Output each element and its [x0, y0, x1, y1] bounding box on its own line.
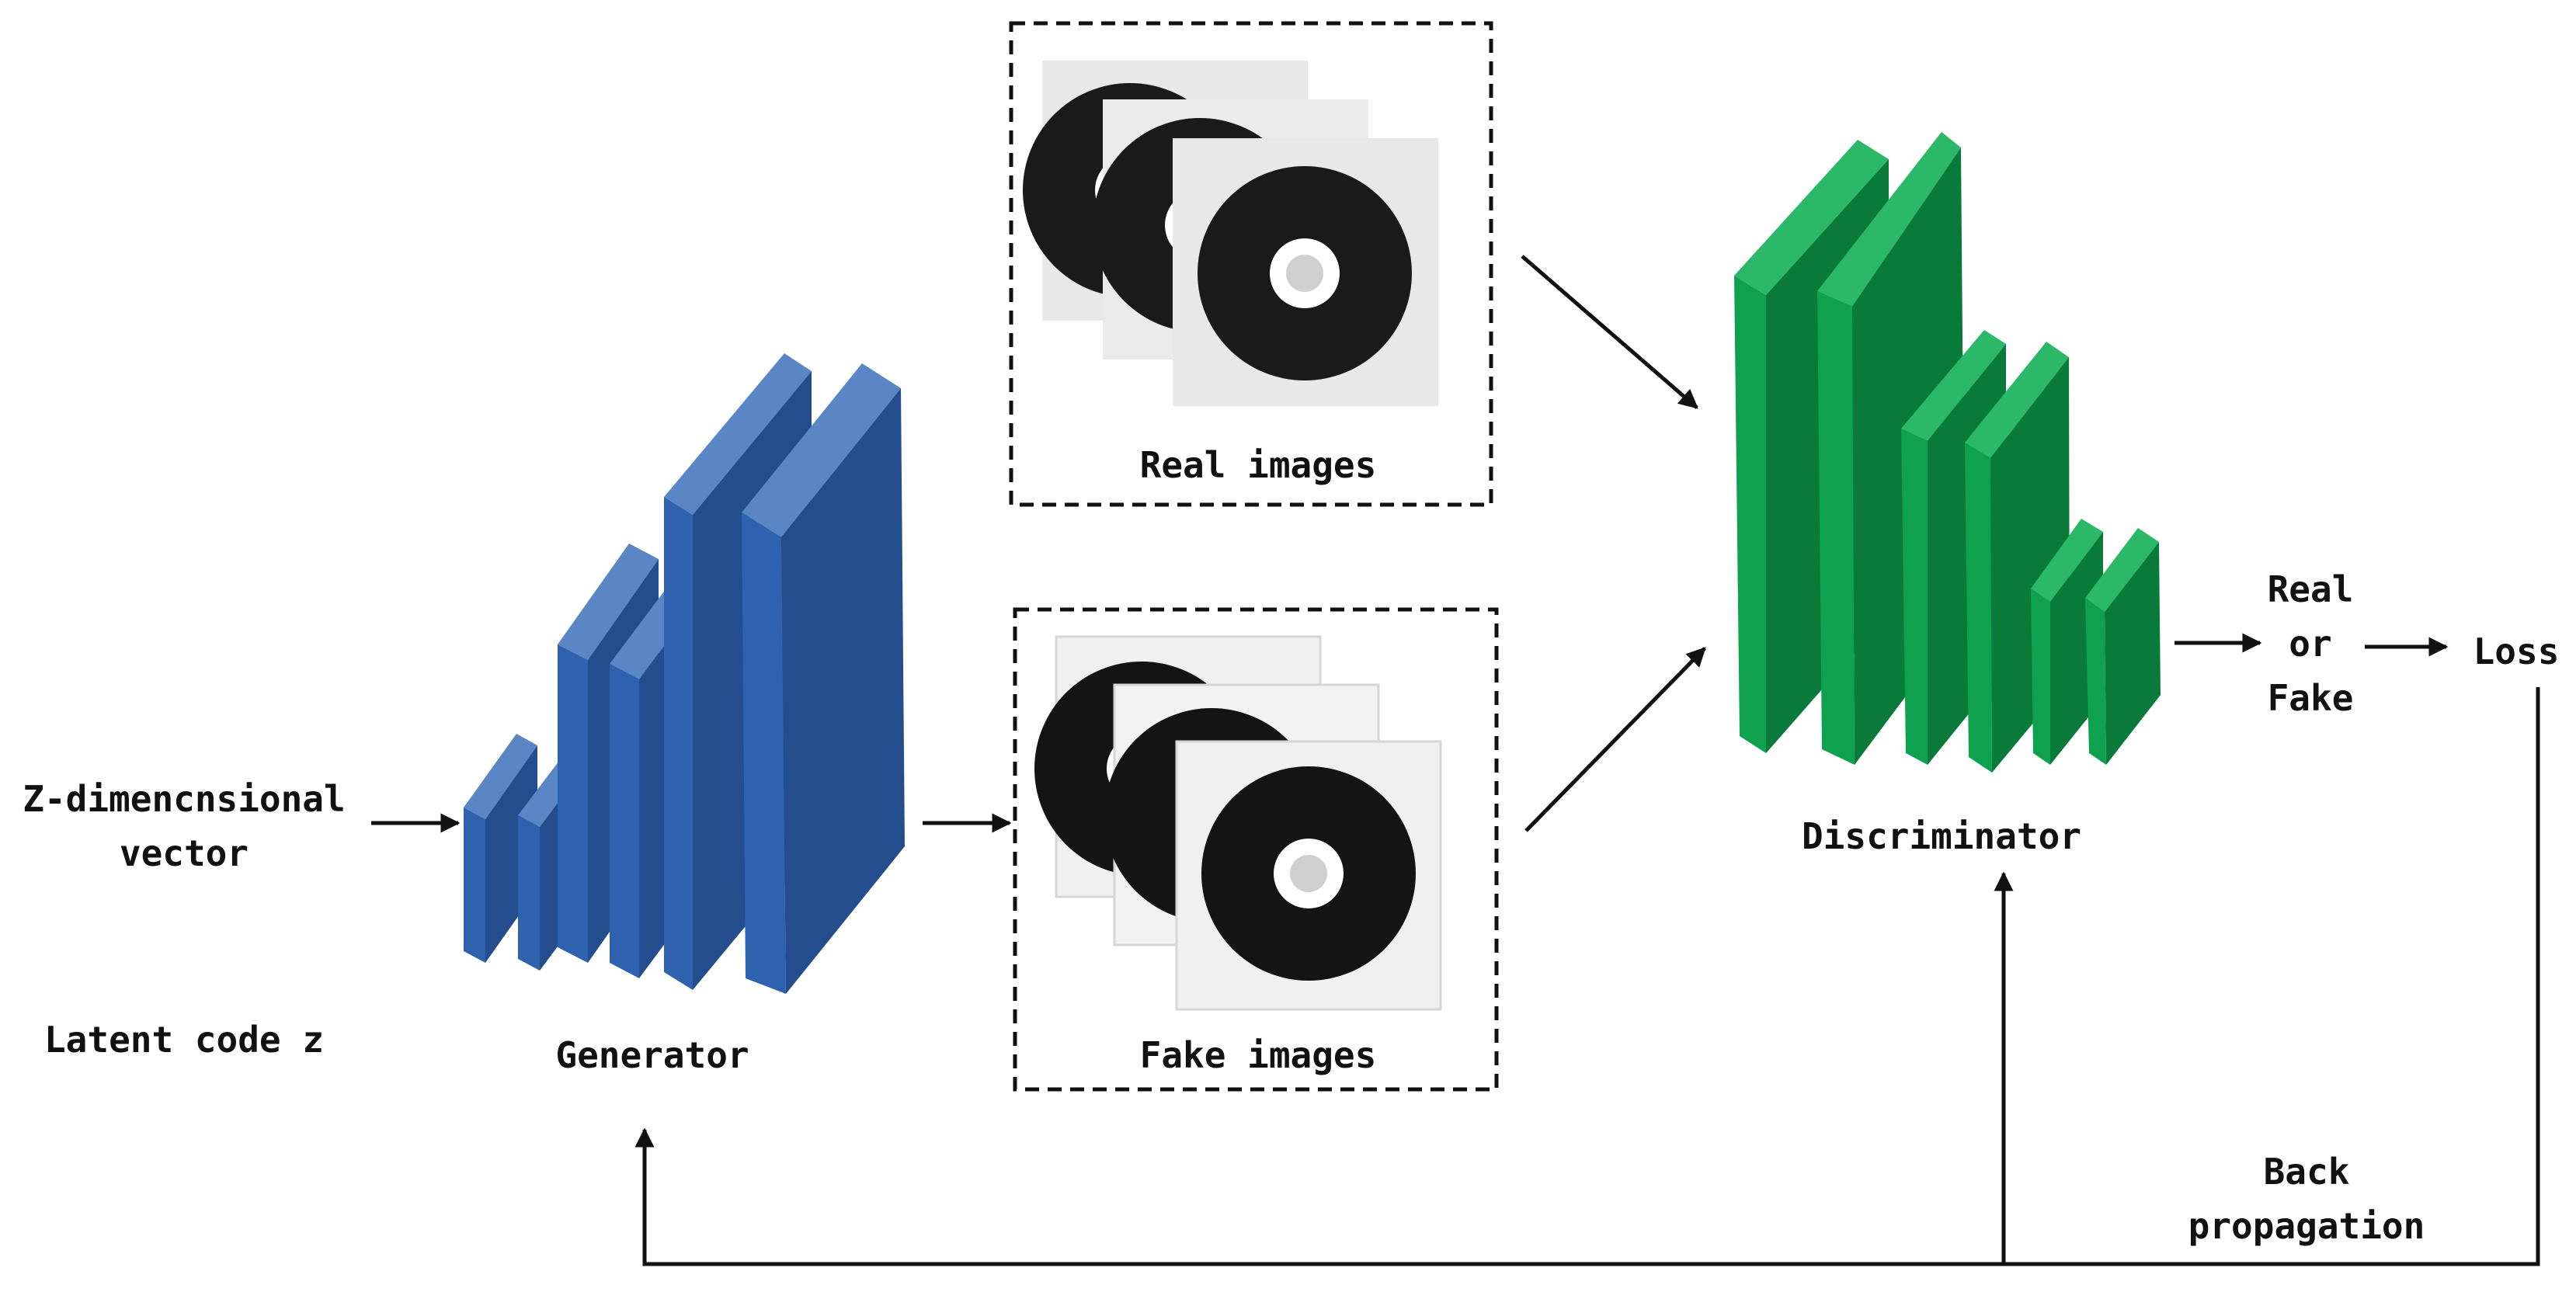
backprop-label: Back propagation [2188, 1151, 2425, 1247]
backprop-label-line2: propagation [2188, 1205, 2425, 1247]
loss-label: Loss [2473, 630, 2560, 672]
discriminator-label: Discriminator [1802, 815, 2081, 857]
output-label-line1: Real [2268, 568, 2354, 610]
discriminator-network [1734, 132, 2161, 773]
output-label-line2: or [2289, 623, 2331, 665]
output-label-line3: Fake [2268, 677, 2354, 719]
fake-images-panel: Fake images [1013, 607, 1499, 1092]
gear-icon [1201, 766, 1416, 981]
real-images-dashed-box [1009, 21, 1493, 507]
generator-label: Generator [555, 1034, 749, 1076]
output-label: Real or Fake [2268, 568, 2354, 719]
generator-network [464, 353, 905, 994]
real-images-panel: Real images [1009, 21, 1493, 507]
input-label: Z-dimencnsional vector [23, 778, 345, 874]
fake-to-discriminator-arrow [1524, 647, 1706, 832]
backprop-to-generator-arrow [634, 687, 2540, 1266]
backprop-label-line1: Back [2264, 1151, 2350, 1193]
fake-images-dashed-box [1013, 607, 1499, 1092]
latent-code-label: Latent code z [44, 1019, 324, 1061]
generator-layer [742, 363, 905, 994]
input-label-line2: vector [120, 832, 249, 874]
real-images-label: Real images [1140, 444, 1377, 486]
fake-images-label: Fake images [1140, 1034, 1377, 1076]
input-label-line1: Z-dimencnsional [23, 778, 345, 820]
discriminator-layer [2085, 528, 2161, 765]
real-to-discriminator-arrow [1521, 255, 1698, 409]
generator-layer [464, 734, 537, 963]
fake-image-stack [1034, 635, 1442, 1011]
real-image-stack [1023, 61, 1438, 406]
discriminator-layer [2031, 519, 2103, 765]
gear-icon [1198, 166, 1412, 380]
